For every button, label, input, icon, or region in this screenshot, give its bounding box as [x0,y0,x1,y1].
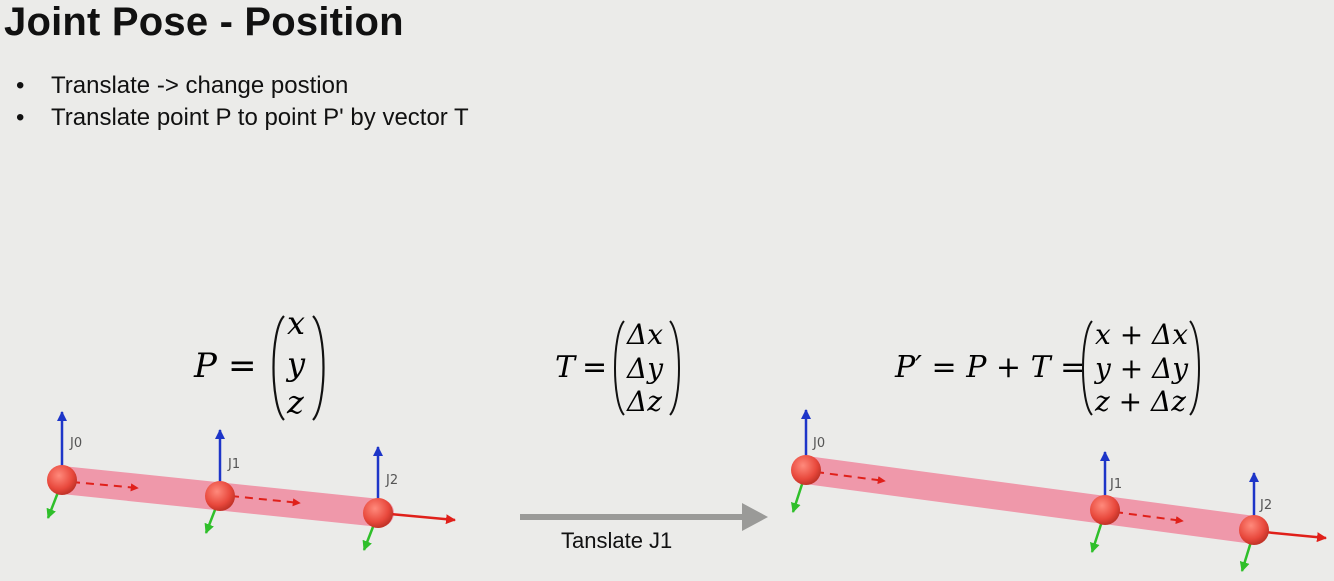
bullet-list: • Translate -> change postion • Translat… [16,70,469,134]
equation-t-symbol: T [555,350,577,385]
bullet-dot-icon: • [16,104,25,131]
right-paren-icon [312,315,325,421]
joint-sphere [791,455,821,485]
vector-entry: Δx [626,318,663,351]
vector-entry: z + Δz [1094,385,1186,418]
x-axis-arrow [815,471,886,485]
joint-sphere [363,498,393,528]
joint-label: J0 [812,436,825,451]
right-paren-icon [1189,320,1200,416]
bullet-dot-icon: • [16,72,25,99]
vector-entry: Δy [626,352,664,385]
left-paren-icon [1082,320,1093,416]
vector-entry: z [286,383,305,421]
arrow-label: Tanslate J1 [561,528,672,553]
equation-p: P = x y z [193,304,325,421]
slide-title: Joint Pose - Position [4,0,404,44]
equation-t: T = Δx Δy Δz [555,318,680,418]
skeleton-before: J0 J1 J2 [46,411,456,551]
equation-p-prime-lhs: P′ = P + T = [894,350,1085,385]
skeleton-after: J0 J1 J2 [791,409,1327,572]
vector-entry: x [287,304,305,342]
x-axis-arrow [389,512,456,525]
joint-sphere [1239,515,1269,545]
joint-label: J0 [69,436,82,451]
x-axis-arrow [1114,511,1184,525]
joint-label: J2 [1259,498,1272,513]
bullet-text: Translate point P to point P' by vector … [51,104,469,131]
equation-p-prime: P′ = P + T = x + Δx y + Δy z + Δz [894,318,1200,418]
bullet-item: • Translate -> change postion [16,70,469,102]
vector-entry: x + Δx [1095,318,1188,351]
equation-p-symbol: P [193,346,218,386]
joint-label: J1 [1109,477,1122,492]
left-paren-icon [614,320,625,416]
joint-label: J2 [385,473,398,488]
translate-arrow: Tanslate J1 [520,503,768,553]
equation-t-equals: = [582,350,607,385]
bullet-item: • Translate point P to point P' by vecto… [16,102,469,134]
left-paren-icon [272,315,285,421]
joint-sphere [205,481,235,511]
joint-label: J1 [227,457,240,472]
x-axis-arrow [71,481,139,492]
arrow-head-icon [742,503,768,531]
vector-entry: y + Δy [1093,352,1189,385]
x-axis-arrow [1263,530,1327,543]
vector-entry: Δz [626,385,662,418]
joint-sphere [47,465,77,495]
x-axis-arrow [230,495,301,507]
right-paren-icon [669,320,680,416]
bullet-text: Translate -> change postion [51,72,349,99]
equation-p-equals: = [228,346,257,386]
joint-sphere [1090,495,1120,525]
vector-entry: y [285,345,306,383]
